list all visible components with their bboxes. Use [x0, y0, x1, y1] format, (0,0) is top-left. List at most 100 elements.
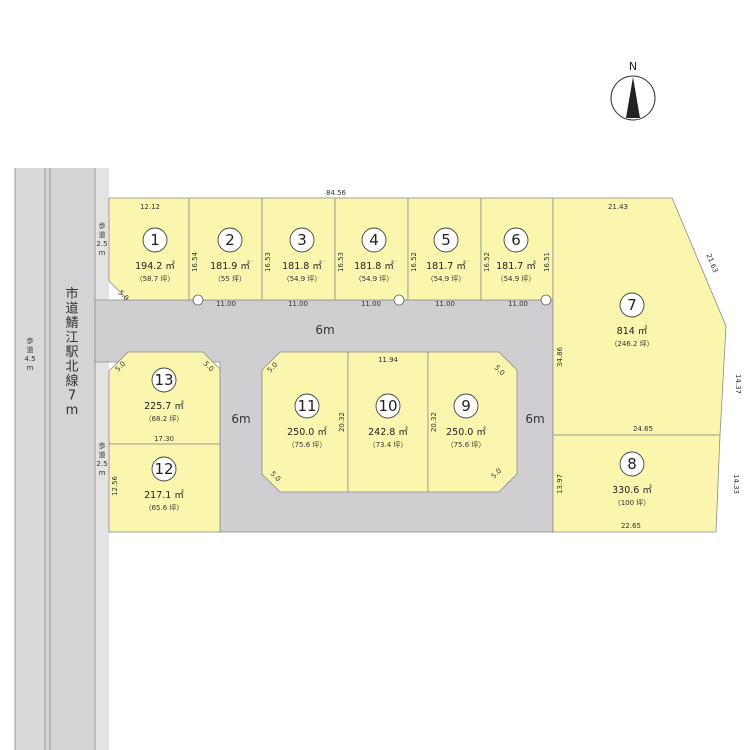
- lot-number-badge: [217, 227, 243, 253]
- marker-circle: [393, 294, 405, 306]
- dim-lot7-right: 14.37: [734, 374, 742, 394]
- lot-number-badge: [142, 227, 168, 253]
- lot-area: 181.7 ㎡: [496, 261, 536, 272]
- street: [14, 168, 109, 750]
- lot-number: 7: [627, 296, 637, 314]
- dim-bottom-2: 11.00: [216, 300, 236, 308]
- dim-lot7-top: 21.43: [608, 203, 628, 211]
- lot-number-badge: [433, 227, 459, 253]
- vertical-char: 市: [65, 286, 78, 302]
- dim-lot8-bottom: 22.65: [621, 522, 641, 530]
- vertical-char: 7: [68, 389, 76, 404]
- dim-center-top: 11.94: [378, 356, 399, 364]
- lot-area: 225.7 ㎡: [144, 401, 184, 412]
- lot-label-3: 3 181.8 ㎡ （54.9 坪）: [282, 227, 322, 283]
- dim-lot8-top: 24.65: [633, 425, 653, 433]
- dim-lot2-right: 16.53: [264, 252, 272, 272]
- vertical-char: 江: [65, 331, 78, 346]
- lot-tsubo: （58.7 坪）: [136, 275, 175, 283]
- lot-tsubo: （65.6 坪）: [145, 504, 184, 512]
- lot-label-2: 2 181.9 ㎡ （55 坪）: [210, 227, 250, 283]
- survey-markers: [192, 294, 552, 306]
- lot-tsubo: （54.9 坪）: [497, 275, 536, 283]
- lot-number-badge: [289, 227, 315, 253]
- vertical-char: 道: [99, 450, 106, 459]
- lot-label-11: 11 250.0 ㎡ （75.6 坪）: [287, 393, 327, 449]
- vertical-char: 道: [27, 345, 34, 354]
- road-label-top: 6m: [315, 323, 334, 337]
- sidewalk-right-top-label: 歩道2.5m: [96, 221, 107, 257]
- lot-tsubo: （246.2 坪）: [610, 340, 653, 348]
- lot-number: 6: [511, 231, 521, 249]
- sidewalk-right-bottom-label: 歩道2.5m: [96, 441, 107, 477]
- dim-lot8-left: 13.97: [556, 474, 564, 494]
- vertical-char: 4.5: [24, 355, 35, 363]
- vertical-char: 道: [65, 302, 78, 317]
- vertical-char: 歩: [99, 441, 106, 450]
- vertical-char: 2.5: [96, 460, 107, 468]
- sidewalk-left-surface: [15, 168, 45, 750]
- lot-number: 3: [297, 231, 307, 249]
- lot-8[interactable]: [552, 434, 721, 533]
- lot-number-badge: [294, 393, 320, 419]
- dim-lot8-right: 14.33: [732, 474, 740, 494]
- lot-label-6: 6 181.7 ㎡ （54.9 坪）: [496, 227, 536, 283]
- dim-lot5-left: 16.52: [410, 252, 418, 272]
- lot-number-badge: [619, 451, 645, 477]
- lot-number: 11: [297, 397, 316, 415]
- dim-total-top: 84.56: [326, 189, 347, 197]
- vertical-char: m: [99, 249, 106, 257]
- lot-area: 181.9 ㎡: [210, 261, 250, 272]
- lot-number: 2: [225, 231, 235, 249]
- road-label-left: 6m: [231, 412, 250, 426]
- lot-tsubo: （73.4 坪）: [369, 441, 408, 449]
- vertical-char: 2.5: [96, 240, 107, 248]
- dim-lot6-right: 16.51: [543, 252, 551, 272]
- lot-number-badge: [453, 393, 479, 419]
- lot-tsubo: （100 坪）: [614, 499, 651, 507]
- dim-lot12-left: 12.56: [111, 475, 119, 496]
- vertical-char: m: [27, 364, 34, 372]
- lot-number: 9: [461, 397, 471, 415]
- vertical-char: 歩: [99, 221, 106, 230]
- lot-area: 181.8 ㎡: [354, 261, 394, 272]
- lot-area: 330.6 ㎡: [612, 485, 652, 496]
- dim-lot11-right: 20.32: [338, 412, 346, 432]
- dim-lot7-diag: 21.63: [704, 252, 719, 274]
- vertical-char: 歩: [27, 336, 34, 345]
- dim-lot3-right: 16.53: [337, 252, 345, 272]
- vertical-char: m: [99, 469, 106, 477]
- lot-number-badge: [151, 456, 177, 482]
- lot-area: 250.0 ㎡: [446, 427, 486, 438]
- dim-lot9-left: 20.32: [430, 412, 438, 432]
- marker-circle: [192, 294, 204, 306]
- lot-tsubo: （75.6 坪）: [288, 441, 327, 449]
- lot-number: 13: [154, 371, 173, 389]
- lot-tsubo: （55 坪）: [214, 275, 246, 283]
- lot-9[interactable]: [427, 351, 518, 493]
- dim-bottom-6: 11.00: [508, 300, 528, 308]
- lot-number-badge: [151, 367, 177, 393]
- lot-10[interactable]: [347, 351, 429, 493]
- lot-tsubo: （54.9 坪）: [283, 275, 322, 283]
- north-compass: N: [610, 60, 656, 121]
- lot-number: 5: [441, 231, 451, 249]
- north-label: N: [629, 60, 637, 73]
- dim-lot1-top: 12.12: [140, 203, 160, 211]
- lot-number-badge: [503, 227, 529, 253]
- dim-lot1-right: 16.54: [191, 251, 199, 272]
- lot-area: 250.0 ㎡: [287, 427, 327, 438]
- lot-7[interactable]: [552, 197, 727, 436]
- lot-area: 181.8 ㎡: [282, 261, 322, 272]
- vertical-char: m: [66, 403, 79, 418]
- vertical-char: 北: [65, 360, 78, 375]
